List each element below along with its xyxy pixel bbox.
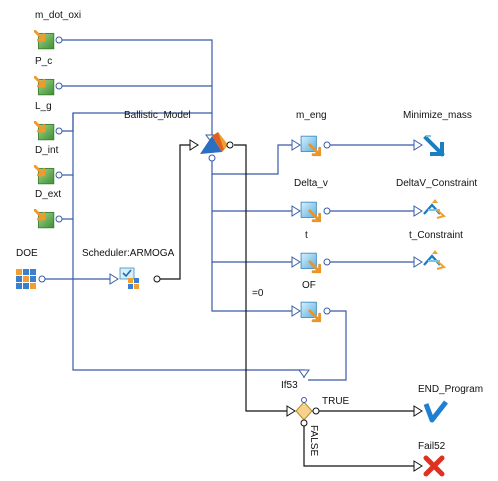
minimize-objective-icon bbox=[423, 135, 445, 157]
condition-diamond-icon bbox=[295, 401, 313, 421]
input-label-m-dot-oxi: m_dot_oxi bbox=[35, 10, 82, 21]
constraint-deltav[interactable] bbox=[423, 199, 447, 219]
link-value-label: =0 bbox=[252, 288, 264, 299]
input-p-c[interactable] bbox=[34, 76, 63, 96]
input-variable-icon bbox=[34, 165, 56, 185]
constraint-t[interactable] bbox=[423, 250, 447, 270]
output-label-t: t bbox=[305, 230, 308, 241]
input-variable-icon bbox=[34, 76, 56, 96]
doe-label: DOE bbox=[16, 248, 38, 259]
output-m-eng[interactable] bbox=[300, 135, 331, 157]
input-label-d-int: D_int bbox=[35, 145, 59, 156]
false-branch-label: FALSE bbox=[308, 425, 319, 457]
output-label-m-eng: m_eng bbox=[296, 110, 327, 121]
data-links bbox=[44, 39, 414, 381]
wire-model-m-eng bbox=[211, 144, 292, 175]
input-variable-icon bbox=[34, 121, 56, 141]
input-m-dot-oxi[interactable] bbox=[34, 30, 63, 50]
process-links bbox=[160, 144, 414, 467]
output-label-delta-v: Delta_v bbox=[294, 178, 328, 189]
wire-model-of bbox=[211, 262, 292, 312]
input-label-l-g: L_g bbox=[35, 101, 52, 112]
input-variable-icon bbox=[34, 30, 56, 50]
input-d-ext[interactable] bbox=[34, 209, 63, 229]
output-t[interactable] bbox=[300, 252, 331, 274]
ballistic-model-node[interactable] bbox=[200, 132, 234, 162]
input-label-p-c: P_c bbox=[35, 56, 53, 67]
flow-scheduler-model bbox=[160, 144, 196, 280]
output-of[interactable] bbox=[300, 301, 331, 323]
input-l-g[interactable] bbox=[34, 121, 63, 141]
ballistic-model-label: Ballistic_Model bbox=[124, 110, 191, 121]
objective-label: Minimize_mass bbox=[403, 110, 472, 121]
output-variable-icon bbox=[300, 252, 322, 274]
wire-of-if bbox=[308, 310, 347, 381]
wire-m-dot-oxi bbox=[61, 39, 213, 135]
constraint-icon bbox=[423, 199, 447, 219]
input-label-d-ext: D_ext bbox=[35, 189, 62, 200]
output-delta-v[interactable] bbox=[300, 201, 331, 223]
true-branch-label: TRUE bbox=[322, 396, 350, 407]
fail-cross-icon bbox=[423, 455, 445, 477]
fail-node[interactable] bbox=[423, 455, 445, 477]
input-variable-icon bbox=[34, 209, 56, 229]
wire-loop-to-if bbox=[72, 113, 305, 378]
fail-label: Fail52 bbox=[418, 441, 446, 452]
output-variable-icon bbox=[300, 301, 322, 323]
doe-grid-icon bbox=[16, 269, 36, 289]
input-d-int[interactable] bbox=[34, 165, 63, 185]
output-variable-icon bbox=[300, 135, 322, 157]
if-node[interactable] bbox=[295, 397, 320, 427]
scheduler-icon bbox=[119, 267, 139, 289]
end-program-label: END_Program bbox=[418, 384, 484, 395]
output-label-of: OF bbox=[302, 280, 316, 291]
end-checkmark-icon bbox=[423, 400, 448, 423]
flow-arrowheads bbox=[189, 139, 423, 472]
constraint-label-t: t_Constraint bbox=[409, 230, 463, 241]
if-label: If53 bbox=[281, 380, 298, 391]
scheduler-node[interactable] bbox=[119, 267, 161, 289]
arrowheads bbox=[109, 134, 423, 378]
constraint-icon bbox=[423, 250, 447, 270]
flow-if-false bbox=[303, 422, 414, 467]
matlab-icon bbox=[200, 132, 228, 154]
wire-model-t bbox=[211, 211, 292, 263]
flow-model-if bbox=[234, 144, 290, 412]
constraint-label-deltav: DeltaV_Constraint bbox=[396, 178, 478, 189]
wire-model-delta-v bbox=[211, 174, 292, 212]
end-program-node[interactable] bbox=[423, 400, 448, 423]
objective-minimize-mass[interactable] bbox=[423, 135, 445, 157]
output-variable-icon bbox=[300, 201, 322, 223]
scheduler-label: Scheduler:ARMOGA bbox=[82, 248, 175, 259]
doe-node[interactable] bbox=[16, 269, 46, 289]
